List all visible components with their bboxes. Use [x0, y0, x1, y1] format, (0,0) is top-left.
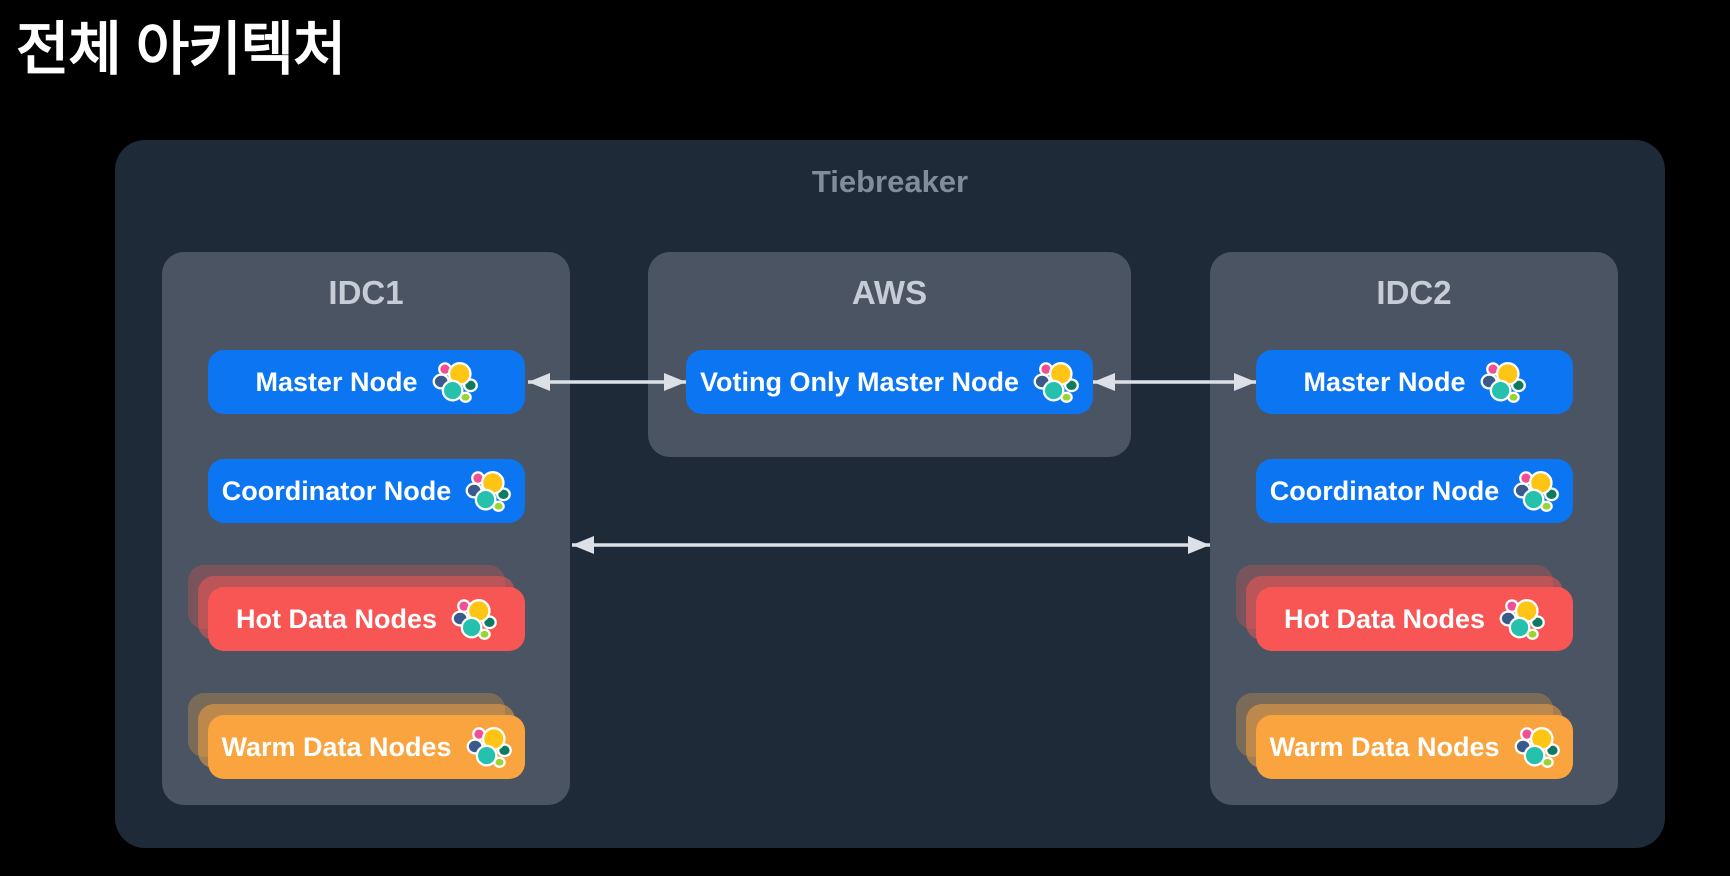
- node-stack-hot-idc2: Hot Data Nodes: [1236, 565, 1573, 651]
- elasticsearch-icon: [1499, 599, 1545, 640]
- zone-aws: AWS Voting Only Master Node: [648, 252, 1131, 457]
- node-master-idc1: Master Node: [208, 350, 525, 414]
- node-label: Coordinator Node: [221, 475, 452, 506]
- tiebreaker-label: Tiebreaker: [811, 164, 969, 199]
- zone-idc1: IDC1 Master Node Coordinator Node Hot Da…: [162, 252, 570, 805]
- node-label: Warm Data Nodes: [221, 731, 452, 762]
- elasticsearch-icon: [451, 599, 497, 640]
- elasticsearch-icon: [466, 727, 512, 768]
- node-label: Hot Data Nodes: [235, 603, 438, 634]
- elasticsearch-icon: [465, 471, 512, 512]
- node-label: Coordinator Node: [1269, 475, 1500, 506]
- node-hot-data-idc2: Hot Data Nodes: [1256, 587, 1573, 651]
- elasticsearch-icon: [1513, 471, 1560, 512]
- node-label: Master Node: [255, 366, 418, 397]
- node-master-idc2: Master Node: [1256, 350, 1573, 414]
- node-warm-data-idc1: Warm Data Nodes: [208, 715, 525, 779]
- node-coordinator-idc2: Coordinator Node: [1256, 459, 1573, 523]
- node-label: Warm Data Nodes: [1269, 731, 1500, 762]
- zone-idc2: IDC2 Master Node Coordinator Node Hot Da…: [1210, 252, 1618, 805]
- node-label: Hot Data Nodes: [1283, 603, 1486, 634]
- elasticsearch-icon: [1514, 727, 1560, 768]
- zone-title-idc2: IDC2: [1376, 274, 1452, 311]
- node-warm-data-idc2: Warm Data Nodes: [1256, 715, 1573, 779]
- node-voting-only-master-aws: Voting Only Master Node: [686, 350, 1093, 414]
- node-stack-warm-idc1: Warm Data Nodes: [188, 693, 525, 779]
- node-label: Voting Only Master Node: [699, 366, 1020, 397]
- node-hot-data-idc1: Hot Data Nodes: [208, 587, 525, 651]
- elasticsearch-icon: [1480, 362, 1526, 403]
- zone-title-idc1: IDC1: [328, 274, 404, 311]
- zone-title-aws: AWS: [851, 274, 928, 311]
- node-coordinator-idc1: Coordinator Node: [208, 459, 525, 523]
- elasticsearch-icon: [1033, 362, 1079, 403]
- node-label: Master Node: [1303, 366, 1466, 397]
- elasticsearch-icon: [432, 362, 478, 403]
- tiebreaker-container: Tiebreaker IDC1 Master Node Coordinator …: [115, 140, 1665, 848]
- node-stack-warm-idc2: Warm Data Nodes: [1236, 693, 1573, 779]
- node-stack-hot-idc1: Hot Data Nodes: [188, 565, 525, 651]
- page-title: 전체 아키텍처: [16, 17, 346, 82]
